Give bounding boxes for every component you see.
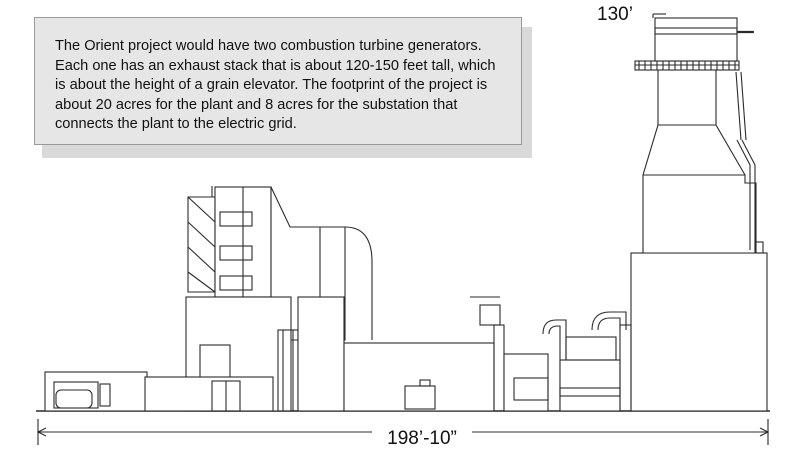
central-building xyxy=(343,296,505,412)
plant-width-label: 198’-10” xyxy=(372,428,472,450)
left-generator xyxy=(44,371,148,412)
exhaust-stack xyxy=(630,13,768,412)
turbine-enclosure xyxy=(144,296,345,412)
right-piping-module xyxy=(503,311,632,412)
stack-height-label: 130’ xyxy=(597,4,633,25)
description-callout: The Orient project would have two combus… xyxy=(34,17,522,145)
callout-text: The Orient project would have two combus… xyxy=(55,38,496,133)
stack-platform-railing xyxy=(638,61,736,70)
